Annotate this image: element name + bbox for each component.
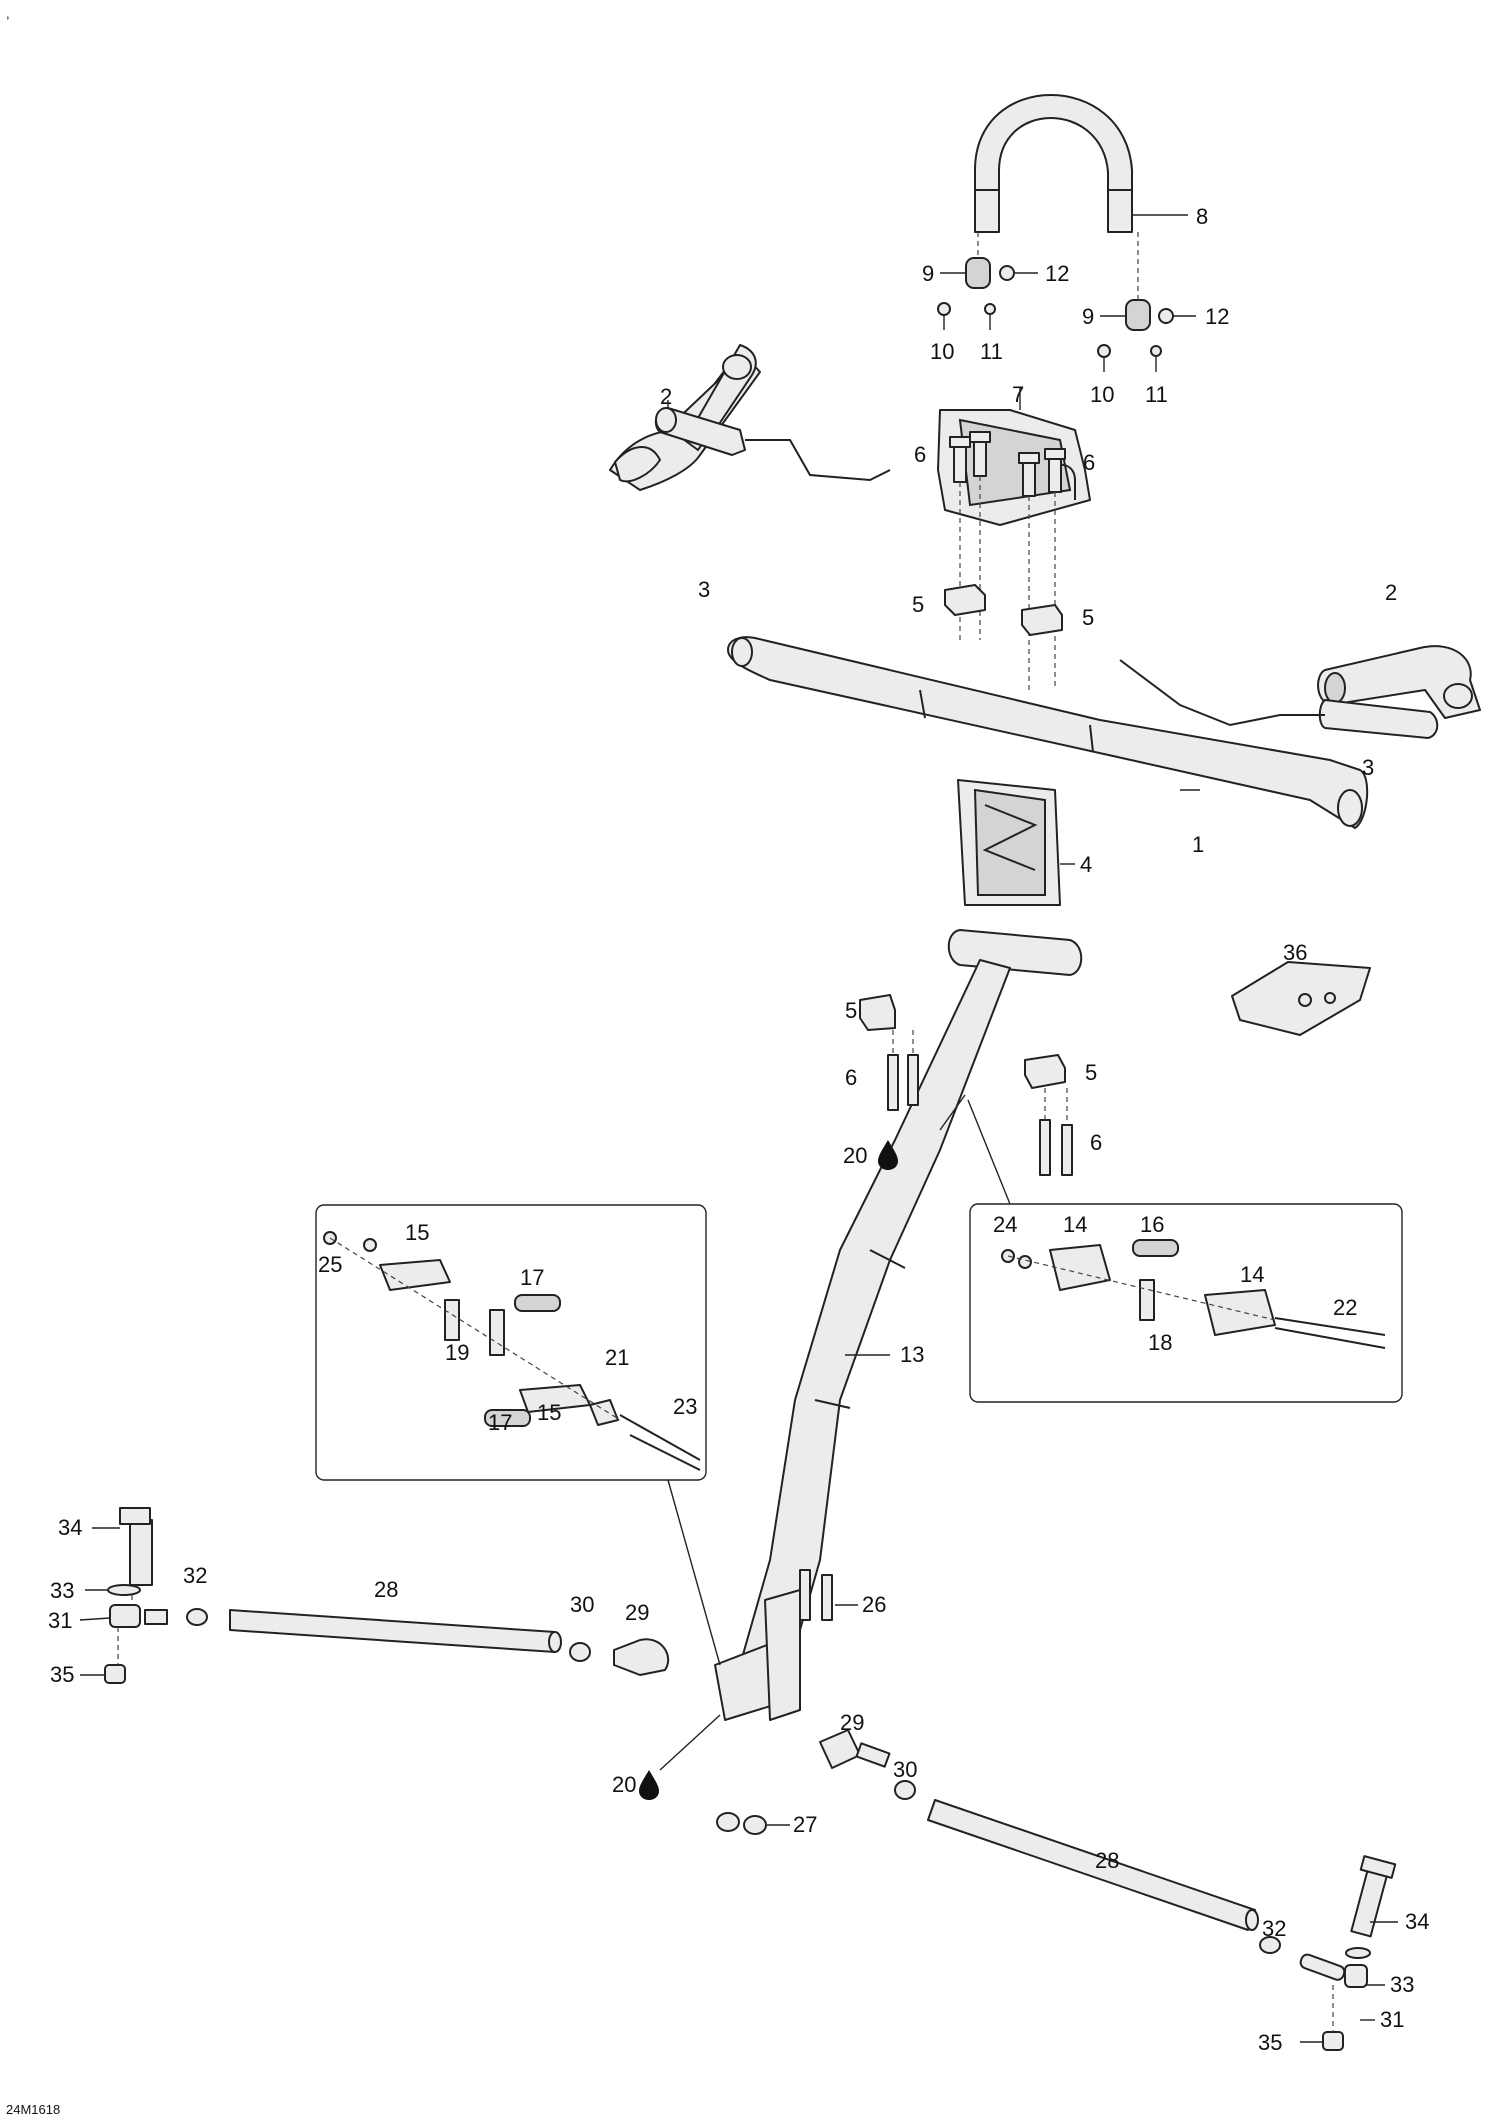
callout-6: 6: [1083, 450, 1095, 475]
part-2-grip-left: [609, 344, 761, 491]
callout-20: 20: [612, 1772, 636, 1797]
callout-6: 6: [914, 442, 926, 467]
callout-17: 17: [488, 1410, 512, 1435]
bolts-6-upper: [949, 431, 1066, 690]
callout-32: 32: [183, 1563, 207, 1588]
callout-9: 9: [922, 261, 934, 286]
column-bottom-bracket: [714, 1569, 833, 1835]
part-36-plate: [1231, 961, 1371, 1036]
callout-7: 7: [1012, 382, 1024, 407]
tie-rod-left: [104, 1507, 670, 1684]
callout-5: 5: [1085, 1060, 1097, 1085]
callout-4: 4: [1080, 852, 1092, 877]
callout-29: 29: [840, 1710, 864, 1735]
callout-12: 12: [1045, 261, 1069, 286]
callout-30: 30: [893, 1757, 917, 1782]
callout-28: 28: [374, 1577, 398, 1602]
callout-10: 10: [1090, 382, 1114, 407]
callout-25: 25: [318, 1252, 342, 1277]
callout-12: 12: [1205, 304, 1229, 329]
callout-26: 26: [862, 1592, 886, 1617]
part-8-hoop: [974, 94, 1188, 233]
callout-14: 14: [1240, 1262, 1264, 1287]
callout-18: 18: [1148, 1330, 1172, 1355]
diagram-code: 24M1618: [6, 2102, 60, 2117]
leader-inset-right: [967, 1099, 1011, 1205]
callout-2: 2: [660, 384, 672, 409]
callout-31: 31: [48, 1608, 72, 1633]
callout-32: 32: [1262, 1916, 1286, 1941]
callout-34: 34: [1405, 1909, 1429, 1934]
part-1-handlebar: [727, 636, 1369, 829]
callout-14: 14: [1063, 1212, 1087, 1237]
callout-36: 36: [1283, 940, 1307, 965]
callout-20: 20: [843, 1143, 867, 1168]
callout-16: 16: [1140, 1212, 1164, 1237]
callout-11: 11: [1145, 382, 1168, 407]
clamp-set-right: [1097, 232, 1196, 372]
callout-3: 3: [1362, 755, 1374, 780]
callout-15: 15: [537, 1400, 561, 1425]
callout-35: 35: [1258, 2030, 1282, 2055]
callout-34: 34: [58, 1515, 82, 1540]
clamp-set-left: [937, 232, 1038, 330]
drop-icon: [639, 1770, 659, 1800]
callout-5: 5: [912, 592, 924, 617]
part-2-grip-right: [1317, 645, 1481, 719]
part-3-heated-grip-left: [654, 407, 891, 482]
inset-detail-right: [969, 1203, 1403, 1403]
callout-15: 15: [405, 1220, 429, 1245]
tie-rod-right: [819, 1729, 1397, 2051]
corner-mark: ,: [6, 6, 10, 21]
part-3-heated-grip-right: [1119, 659, 1439, 739]
lower-clamps-bolts: [859, 994, 1073, 1176]
callout-3: 3: [698, 577, 710, 602]
callout-30: 30: [570, 1592, 594, 1617]
callout-13: 13: [900, 1342, 924, 1367]
callout-6: 6: [845, 1065, 857, 1090]
callout-33: 33: [50, 1578, 74, 1603]
leader-inset-left: [667, 1479, 721, 1666]
inset-detail-left: [315, 1204, 707, 1481]
callout-21: 21: [605, 1345, 629, 1370]
callout-9: 9: [1082, 304, 1094, 329]
callout-10: 10: [930, 339, 954, 364]
callout-1: 1: [1192, 832, 1204, 857]
drop-icon: [878, 1140, 898, 1170]
callout-5: 5: [1082, 605, 1094, 630]
callout-5: 5: [845, 998, 857, 1023]
callout-8: 8: [1196, 204, 1208, 229]
callout-24: 24: [993, 1212, 1017, 1237]
callout-28: 28: [1095, 1848, 1119, 1873]
callout-6: 6: [1090, 1130, 1102, 1155]
callout-19: 19: [445, 1340, 469, 1365]
column-top-tube: [947, 929, 1083, 976]
callout-23: 23: [673, 1394, 697, 1419]
callout-29: 29: [625, 1600, 649, 1625]
callout-leaders: [79, 1094, 1398, 2043]
callout-27: 27: [793, 1812, 817, 1837]
callout-labels: 8 9 12 10 11 9 12 10 11 2 7 3 6 6 5 5 2 …: [48, 204, 1429, 2055]
callout-31: 31: [1380, 2007, 1404, 2032]
callout-35: 35: [50, 1662, 74, 1687]
callout-17: 17: [520, 1265, 544, 1290]
callout-2: 2: [1385, 580, 1397, 605]
clamps-5-upper: [944, 584, 1063, 636]
callout-11: 11: [980, 339, 1003, 364]
part-13-steering-column: [729, 959, 1011, 1701]
part-4-riser: [957, 779, 1075, 906]
callout-22: 22: [1333, 1295, 1357, 1320]
callout-33: 33: [1390, 1972, 1414, 1997]
